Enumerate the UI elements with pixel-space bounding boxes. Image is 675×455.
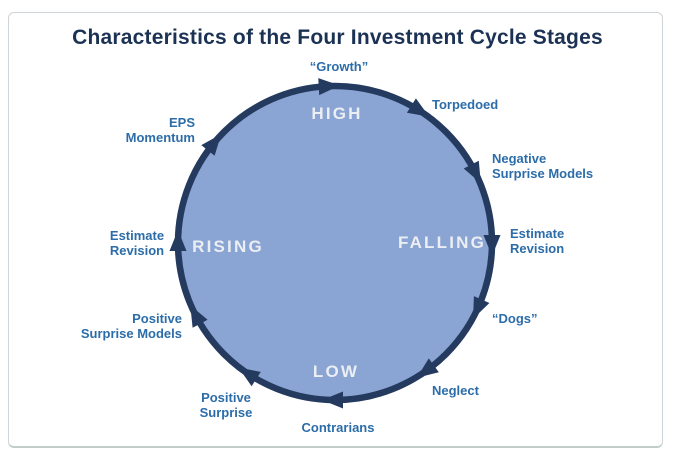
cycle-arrow-icon: [463, 160, 481, 184]
cycle-label-estimate-revision-left: Estimate Revision: [109, 228, 165, 258]
cycle-arrow-icon: [169, 230, 187, 251]
cycle-label-contrarians: Contrarians: [301, 420, 375, 435]
cycle-label-positive-surprise: Positive Surprise: [199, 390, 253, 420]
cycle-arrow-icon: [190, 305, 208, 328]
cycle-arrow-icon: [201, 134, 222, 156]
cycle-arrow-icon: [322, 391, 343, 409]
cycle-label-negative-surprise-models: Negative Surprise Models: [492, 151, 594, 181]
cycle-label-dogs: “Dogs”: [492, 311, 538, 326]
cycle-arrow-icon: [416, 358, 439, 378]
stage-label-falling: FALLING: [397, 233, 487, 252]
stage-label-high: HIGH: [311, 104, 363, 123]
stage-label-rising: RISING: [192, 237, 264, 256]
cycle-arrowheads: [169, 78, 501, 409]
cycle-arrow-icon: [318, 78, 340, 96]
page-title: Characteristics of the Four Investment C…: [72, 26, 603, 49]
cycle-label-positive-surprise-models: Positive Surprise Models: [80, 311, 182, 341]
cycle-label-estimate-revision-right: Estimate Revision: [510, 226, 565, 256]
cycle-label-growth: “Growth”: [309, 59, 369, 74]
cycle-arrow-icon: [483, 235, 501, 256]
cycle-label-neglect: Neglect: [432, 383, 479, 398]
cycle-label-eps-momentum: EPS Momentum: [125, 115, 195, 145]
cycle-arrow-icon: [406, 98, 430, 117]
stage-label-low: LOW: [312, 362, 360, 381]
cycle-arrow-icon: [238, 367, 261, 387]
cycle-label-torpedoed: Torpedoed: [432, 97, 499, 112]
cycle-arrow-icon: [473, 296, 490, 319]
